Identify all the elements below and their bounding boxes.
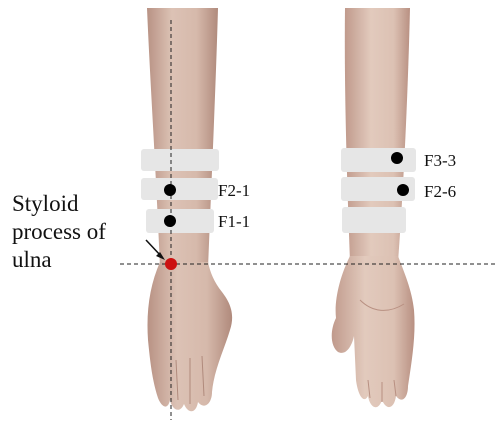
label-f1-1: F1-1 bbox=[218, 212, 250, 232]
label-f3-3: F3-3 bbox=[424, 151, 456, 171]
styloid-label: Styloid process of ulna bbox=[12, 190, 106, 274]
electrode-f1-1 bbox=[164, 215, 176, 227]
band-left-middle bbox=[141, 178, 218, 200]
styloid-landmark-dot bbox=[165, 258, 177, 270]
band-right-bottom bbox=[342, 207, 406, 233]
styloid-label-line-3: ulna bbox=[12, 246, 106, 274]
band-right-top bbox=[341, 148, 416, 172]
styloid-label-line-2: process of bbox=[12, 218, 106, 246]
band-left-top bbox=[141, 149, 219, 171]
electrode-f2-1 bbox=[164, 184, 176, 196]
styloid-label-line-1: Styloid bbox=[12, 190, 106, 218]
right-hand bbox=[332, 256, 415, 407]
electrode-f3-3 bbox=[391, 152, 403, 164]
label-f2-1: F2-1 bbox=[218, 181, 250, 201]
label-f2-6: F2-6 bbox=[424, 182, 456, 202]
band-left-bottom bbox=[146, 209, 214, 233]
electrode-f2-6 bbox=[397, 184, 409, 196]
